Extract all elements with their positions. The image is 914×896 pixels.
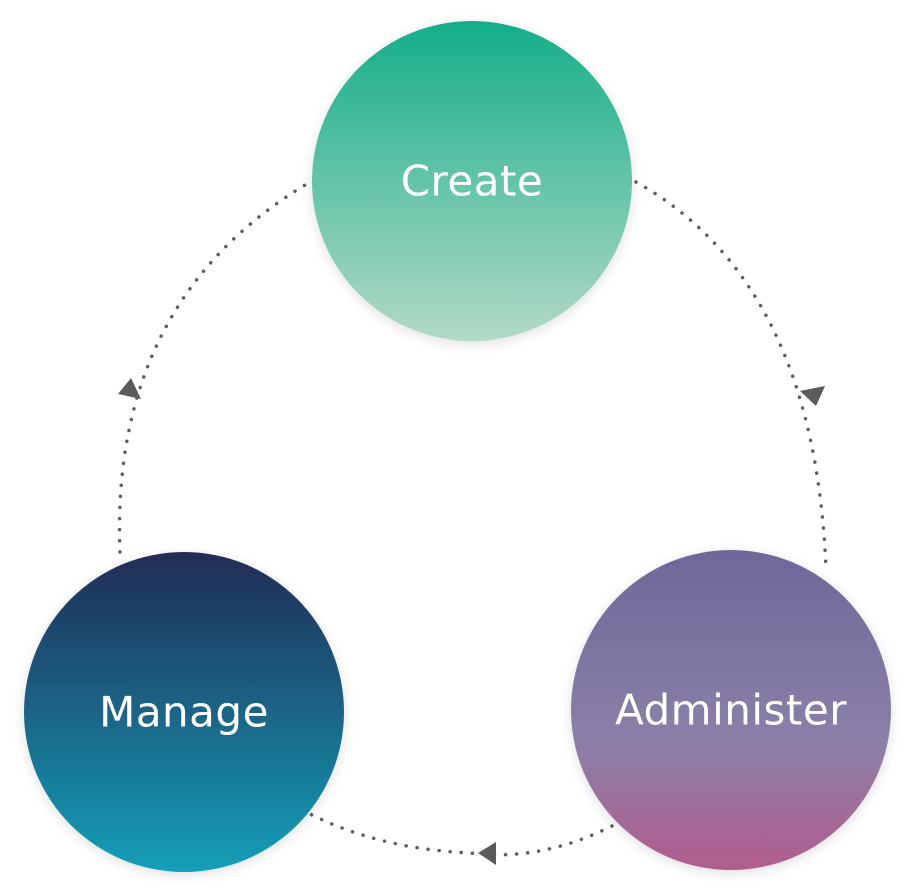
node-create: Create	[312, 21, 632, 341]
node-administer-label: Administer	[615, 686, 847, 735]
node-administer-circle	[571, 550, 891, 870]
node-create-label: Create	[401, 157, 544, 206]
connector-create-to-administer	[634, 180, 828, 572]
node-create-circle	[312, 21, 632, 341]
node-administer: Administer	[571, 550, 891, 870]
connector-manage-to-create	[117, 180, 312, 554]
arrowhead-administer-to-manage	[478, 842, 496, 865]
node-manage-label: Manage	[99, 688, 269, 737]
node-manage-circle	[24, 552, 344, 872]
arrowhead-create-to-administer	[800, 386, 825, 406]
connector-administer-to-manage	[308, 812, 614, 857]
arrowhead-manage-to-create	[118, 378, 141, 399]
node-manage: Manage	[24, 552, 344, 872]
